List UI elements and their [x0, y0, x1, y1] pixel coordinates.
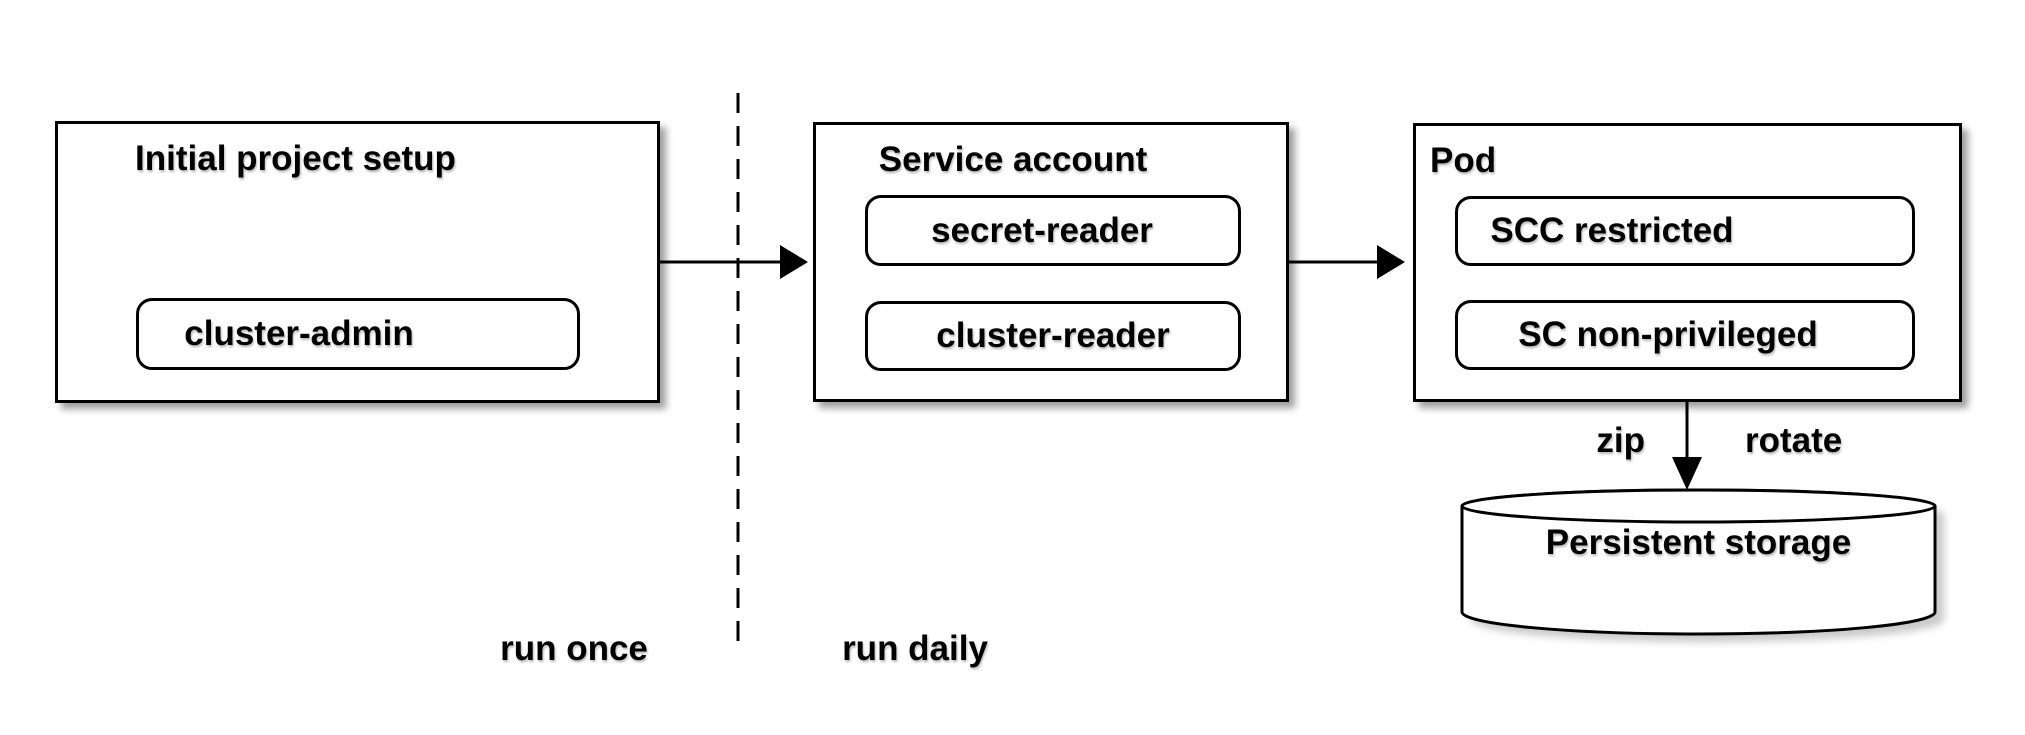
node-sc-non-privileged: SC non-privileged: [1455, 300, 1915, 370]
node-label-sc-non-privileged: SC non-privileged: [1518, 315, 1818, 354]
node-cluster-reader: cluster-reader: [865, 301, 1241, 371]
node-scc-restricted: SCC restricted: [1455, 196, 1915, 266]
arrowhead-setup-to-service-account: [780, 245, 808, 279]
group-title-initial-project-setup: Initial project setup: [135, 139, 456, 178]
edge-label-zip: zip: [1596, 421, 1645, 460]
node-label-scc-restricted: SCC restricted: [1490, 211, 1734, 250]
group-box-pod: Pod SCC restricted SC non-privileged: [1413, 123, 1962, 402]
node-secret-reader: secret-reader: [865, 195, 1241, 266]
node-label-cluster-admin: cluster-admin: [184, 314, 414, 353]
group-title-service-account: Service account: [878, 140, 1148, 179]
cylinder-top-rim: [1460, 488, 1937, 524]
node-cluster-admin: cluster-admin: [136, 298, 580, 370]
node-label-secret-reader: secret-reader: [931, 211, 1153, 250]
node-label-cluster-reader: cluster-reader: [936, 316, 1170, 355]
region-label-run-once: run once: [500, 629, 648, 668]
group-box-service-account: Service account secret-reader cluster-re…: [813, 122, 1289, 402]
cylinder-shadow: [1471, 498, 1944, 642]
storage-label: Persistent storage: [1545, 523, 1852, 562]
arrowhead-pod-to-storage: [1672, 457, 1702, 490]
group-box-initial-project-setup: Initial project setup cluster-admin: [55, 121, 660, 403]
region-label-run-daily: run daily: [842, 629, 988, 668]
edge-label-rotate: rotate: [1745, 421, 1843, 460]
group-title-pod: Pod: [1430, 141, 1497, 180]
